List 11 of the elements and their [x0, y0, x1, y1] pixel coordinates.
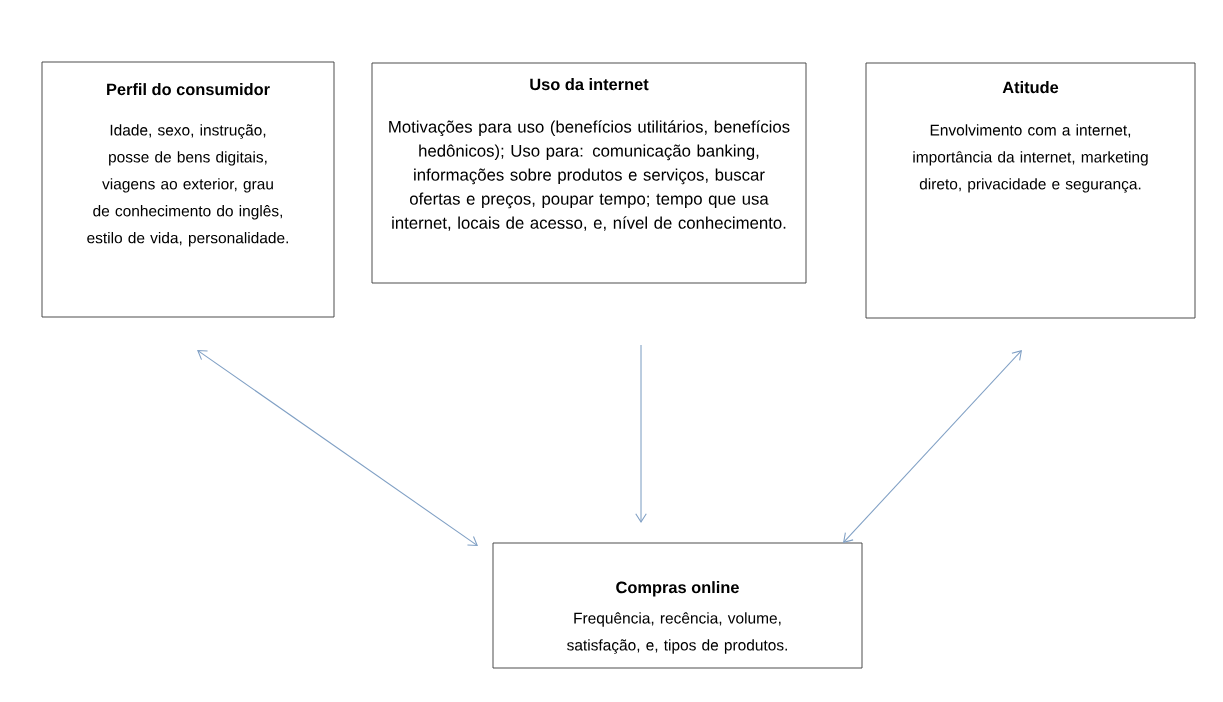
box-title: Uso da internet — [530, 78, 649, 91]
arrow — [843, 350, 1022, 543]
arrow — [197, 350, 478, 546]
box-title: Atitude — [1002, 81, 1059, 94]
box-text: Motivações para uso (benefícios utilitários, benefícios hedônicos); Uso para: comunicação banking, informações sobre produtos e serviços, buscar ofertas e preços, poupar tempo; tempo que usa internet, locais de acesso, e, nível de conhecimento. — [389, 120, 790, 231]
arrow — [635, 344, 647, 523]
box-text: Idade, sexo, instrução, posse de bens digitais, viagens ao exterior, grau de conhecimento do inglês, estilo de vida, personalidade. — [87, 124, 288, 247]
box-title: Perfil do consumidor — [107, 83, 270, 96]
box-text: Envolvimento com a internet, importância da internet, marketing direto, privacidade e segurança. — [913, 124, 1148, 193]
box-title: Compras online — [616, 581, 739, 597]
box-text: Frequência, recência, volume, satisfação, e, tipos de produtos. — [567, 612, 787, 654]
